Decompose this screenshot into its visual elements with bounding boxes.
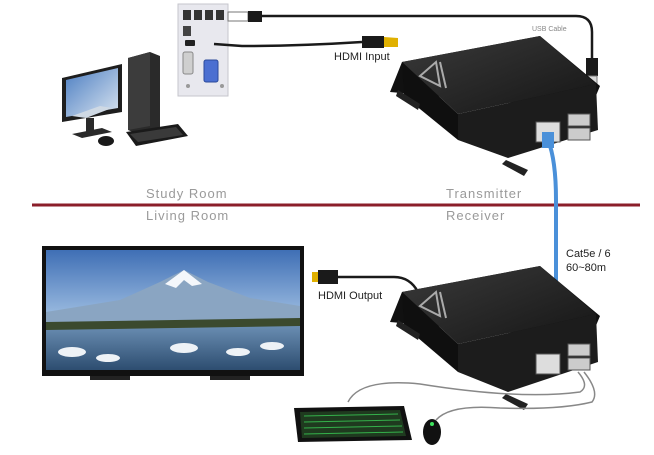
receiver-label: Receiver (446, 208, 506, 223)
receiver-box-icon (390, 266, 600, 410)
pc-mouse-icon (98, 136, 114, 146)
usb-cable-label: USB Cable (532, 26, 567, 33)
hdmi-output-label: HDMI Output (318, 290, 383, 302)
desktop-computer-icon (62, 52, 160, 138)
cable-type-label: Cat5e / 6 (566, 248, 611, 260)
keyboard-icon (294, 406, 412, 442)
hdmi-input-label: HDMI Input (334, 51, 390, 63)
cable-range-label: 60~80m (566, 262, 607, 274)
hdmi-input-cable (213, 36, 398, 48)
mouse-icon (423, 419, 441, 445)
transmitter-label: Transmitter (446, 186, 523, 201)
living-room-label: Living Room (146, 208, 230, 223)
receiver-usb-cables (347, 371, 596, 421)
pc-keyboard-icon (126, 124, 188, 146)
tv-icon (42, 246, 304, 380)
study-room-label: Study Room (146, 186, 228, 201)
pc-rear-ports-icon (177, 3, 229, 97)
hdmi-output-cable (312, 270, 420, 293)
transmitter-box-icon (390, 36, 600, 176)
